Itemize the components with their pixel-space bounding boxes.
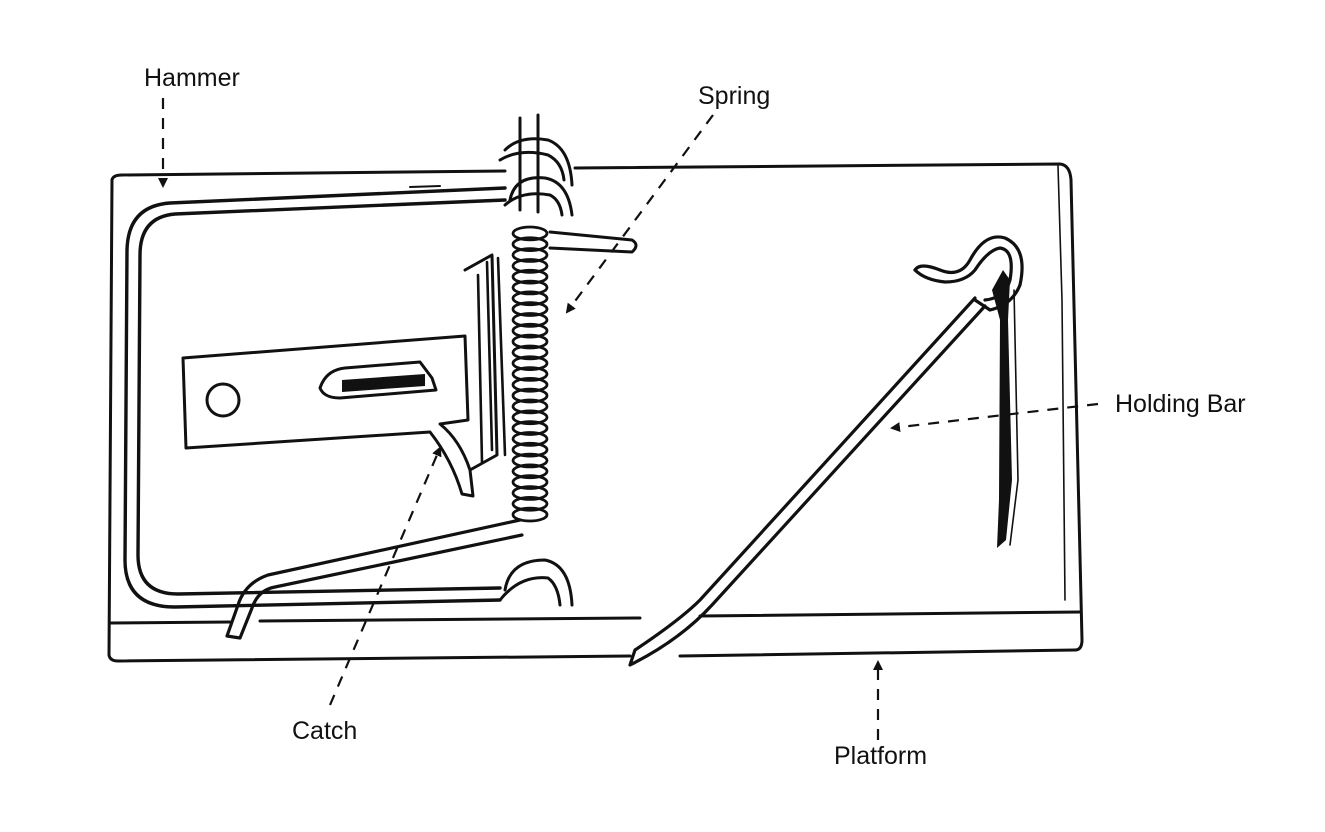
spring-coil-turn (511, 247, 549, 263)
spring-coil-turn (511, 268, 549, 285)
spring-coil-turn (511, 376, 549, 393)
holding-bar-label: Holding Bar (1115, 390, 1246, 418)
spring-coil-turn (511, 452, 549, 469)
spring-coil-turn (511, 366, 549, 382)
spring-coil-turn (511, 301, 549, 317)
spring-coil-turn (511, 474, 549, 490)
spring-coil-turn (511, 225, 549, 242)
platform-base (107, 162, 1084, 663)
spring-coil-turn (511, 322, 549, 339)
hammer-label: Hammer (144, 64, 240, 92)
catch-plate (181, 253, 507, 498)
spring-coil-turn (511, 333, 549, 350)
holding-bar-arrow (890, 402, 1099, 433)
spring-coil-turn (511, 236, 549, 253)
spring-pivot-hooks (498, 113, 574, 607)
spring-arm (548, 230, 638, 254)
hammer-wire (123, 185, 507, 609)
spring-label: Spring (698, 82, 771, 110)
catch-arrow (328, 446, 442, 706)
spring-coil-turn (511, 506, 549, 523)
spring-arrow (565, 114, 714, 314)
hammer-return-bar (225, 518, 524, 640)
spring-coil-turn (511, 409, 549, 426)
spring-coil-turn (511, 485, 549, 501)
spring-coil-turn (511, 355, 549, 372)
catch-label: Catch (292, 717, 358, 745)
spring-coil-turn (511, 290, 549, 307)
spring-coil-turn (511, 279, 549, 296)
spring-coil-turn (511, 495, 549, 512)
platform-label: Platform (834, 742, 928, 770)
leader-arrows (158, 98, 1099, 740)
spring-coil (511, 225, 549, 523)
bar-staple (992, 270, 1019, 548)
spring-coil-turn (511, 387, 549, 404)
spring-coil-turn (511, 398, 549, 415)
spring-coil-turn (511, 463, 549, 480)
spring-coil-turn (511, 344, 549, 361)
spring-coil-turn (511, 431, 549, 447)
spring-coil-turn (511, 441, 549, 458)
spring-coil-turn (511, 420, 549, 436)
spring-coil-turn (511, 312, 549, 328)
holding-bar (628, 235, 1024, 667)
spring-coil-turn (511, 258, 549, 274)
